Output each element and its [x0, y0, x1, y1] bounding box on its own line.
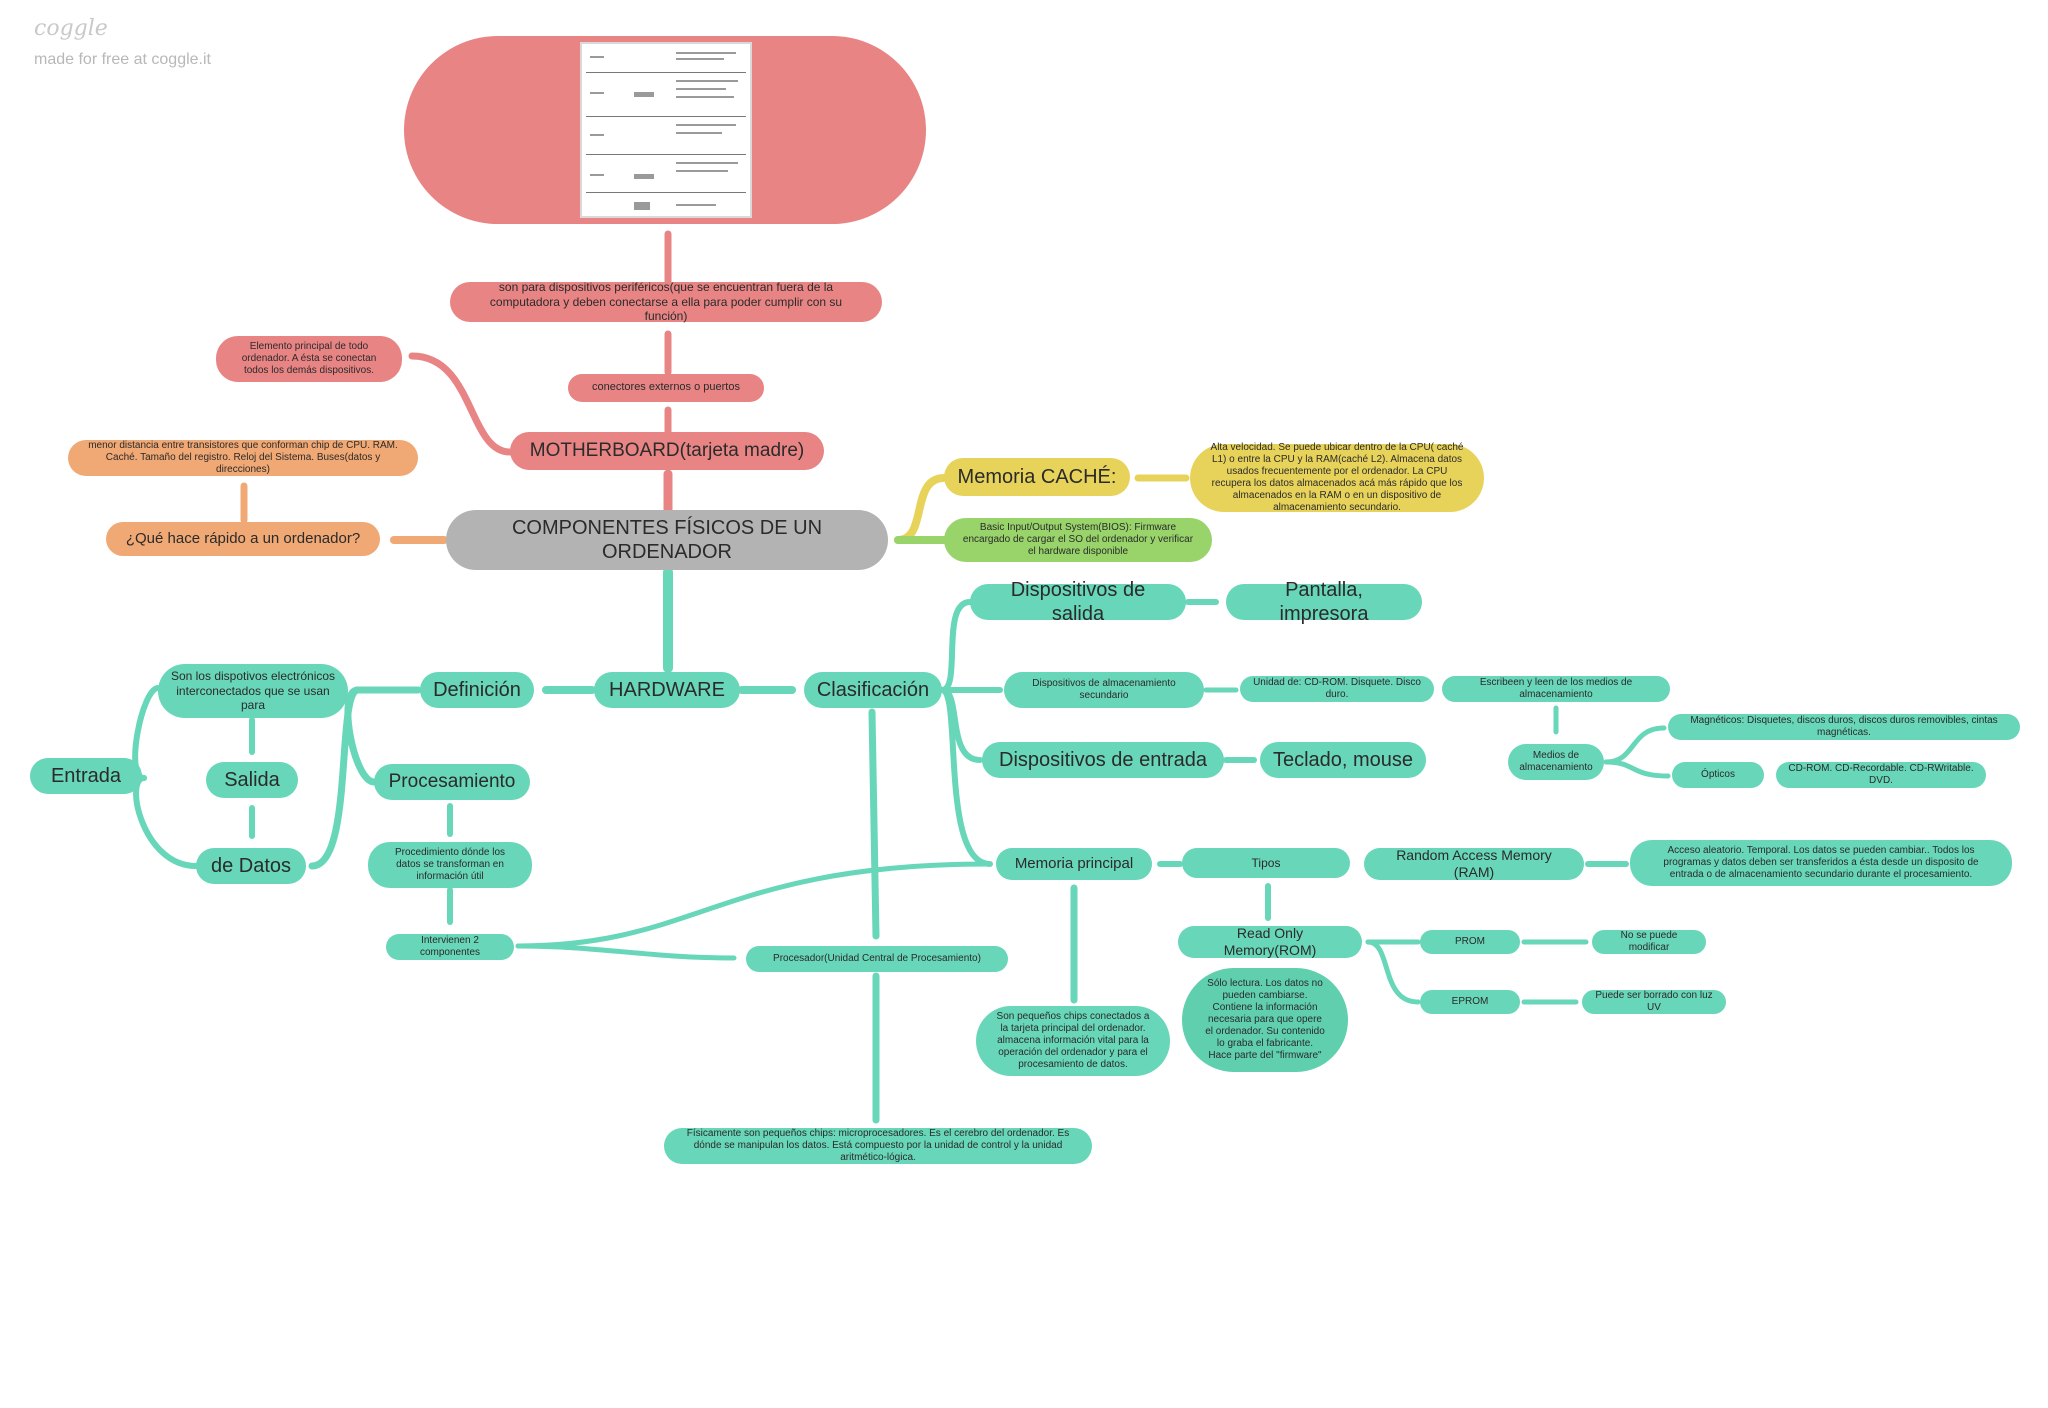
ports-table-thumbnail	[580, 42, 752, 218]
node-opticos[interactable]: Ópticos	[1672, 762, 1764, 788]
node-rom-desc[interactable]: Sólo lectura. Los datos no pueden cambia…	[1182, 968, 1348, 1072]
node-tipos[interactable]: Tipos	[1182, 848, 1350, 878]
node-clasificacion[interactable]: Clasificación	[804, 672, 942, 708]
node-pantalla[interactable]: Pantalla, impresora	[1226, 579, 1422, 625]
node-disp-almacen[interactable]: Dispositivos de almacenamiento secundari…	[1004, 672, 1204, 708]
node-procesador[interactable]: Procesador(Unidad Central de Procesamien…	[746, 946, 1008, 972]
node-fast-question[interactable]: ¿Qué hace rápido a un ordenador?	[106, 522, 380, 556]
link-root-cache	[894, 474, 948, 544]
node-prom-desc[interactable]: No se puede modificar	[1592, 930, 1706, 954]
node-eprom[interactable]: EPROM	[1420, 990, 1520, 1014]
node-magneticos[interactable]: Magnéticos: Disquetes, discos duros, dis…	[1668, 714, 2020, 740]
node-teclado[interactable]: Teclado, mouse	[1260, 742, 1426, 778]
node-mem-desc[interactable]: Son pequeños chips conectados a la tarje…	[976, 1006, 1170, 1076]
node-salida[interactable]: Salida	[206, 762, 298, 798]
node-bios[interactable]: Basic Input/Output System(BIOS): Firmwar…	[944, 518, 1212, 562]
node-ram-desc[interactable]: Acceso aleatorio. Temporal. Los datos se…	[1630, 840, 2012, 886]
node-proc-desc[interactable]: Procedimiento dónde los datos se transfo…	[368, 842, 532, 888]
node-opticos-desc[interactable]: CD-ROM. CD-Recordable. CD-RWritable. DVD…	[1776, 762, 1986, 788]
link-clas-memoria	[939, 687, 993, 867]
node-mem-principal[interactable]: Memoria principal	[996, 848, 1152, 880]
node-definicion[interactable]: Definición	[420, 672, 534, 708]
link-clas-procesador	[868, 708, 880, 940]
link-def-datos	[308, 686, 362, 870]
link-medios-magneticos	[1603, 725, 1667, 765]
node-eprom-desc[interactable]: Puede ser borrado con luz UV	[1582, 990, 1726, 1014]
link-clas-salida	[939, 599, 973, 693]
node-root[interactable]: COMPONENTES FÍSICOS DE UN ORDENADOR	[446, 510, 888, 570]
node-prom[interactable]: PROM	[1420, 930, 1520, 954]
node-disp-entrada[interactable]: Dispositivos de entrada	[982, 742, 1224, 778]
node-disp-salida[interactable]: Dispositivos de salida	[970, 579, 1186, 625]
node-cache-desc[interactable]: Alta velocidad. Se puede ubicar dentro d…	[1190, 442, 1484, 513]
link-intervienen-memoria	[515, 861, 993, 949]
link-medios-opticos	[1603, 759, 1671, 779]
node-procesamiento[interactable]: Procesamiento	[374, 764, 530, 800]
link-entrada-datos	[133, 775, 199, 869]
node-intervienen[interactable]: Intervienen 2 componentes	[386, 934, 514, 960]
node-mb-desc[interactable]: Elemento principal de todo ordenador. A …	[216, 336, 402, 382]
node-def-desc[interactable]: Son los dispotivos electrónicos intercon…	[158, 664, 348, 718]
node-procesador-desc[interactable]: Físicamente son pequeños chips: micropro…	[664, 1128, 1092, 1164]
node-medios[interactable]: Medios de almacenamiento	[1508, 744, 1604, 780]
node-peripherals[interactable]: son para dispositivos periféricos(que se…	[450, 280, 882, 323]
node-fast-answer[interactable]: menor distancia entre transistores que c…	[68, 440, 418, 476]
node-de-datos[interactable]: de Datos	[196, 848, 306, 884]
link-intervienen-procesador	[515, 943, 737, 961]
link-mb-desc	[408, 352, 514, 456]
node-ram[interactable]: Random Access Memory (RAM)	[1364, 847, 1584, 880]
link-rom-eprom	[1365, 939, 1421, 1005]
coggle-credit: made for free at coggle.it	[34, 51, 211, 68]
node-unidad[interactable]: Unidad de: CD-ROM. Disquete. Disco duro.	[1240, 676, 1434, 702]
node-entrada[interactable]: Entrada	[30, 758, 142, 794]
node-connectors[interactable]: conectores externos o puertos	[568, 374, 764, 402]
node-cache[interactable]: Memoria CACHÉ:	[944, 458, 1130, 496]
node-motherboard[interactable]: MOTHERBOARD(tarjeta madre)	[510, 432, 824, 470]
coggle-logo: coggle	[34, 16, 108, 41]
node-rom[interactable]: Read Only Memory(ROM)	[1178, 925, 1362, 958]
node-escriben[interactable]: Escribeen y leen de los medios de almace…	[1442, 676, 1670, 702]
node-hardware[interactable]: HARDWARE	[594, 672, 740, 708]
